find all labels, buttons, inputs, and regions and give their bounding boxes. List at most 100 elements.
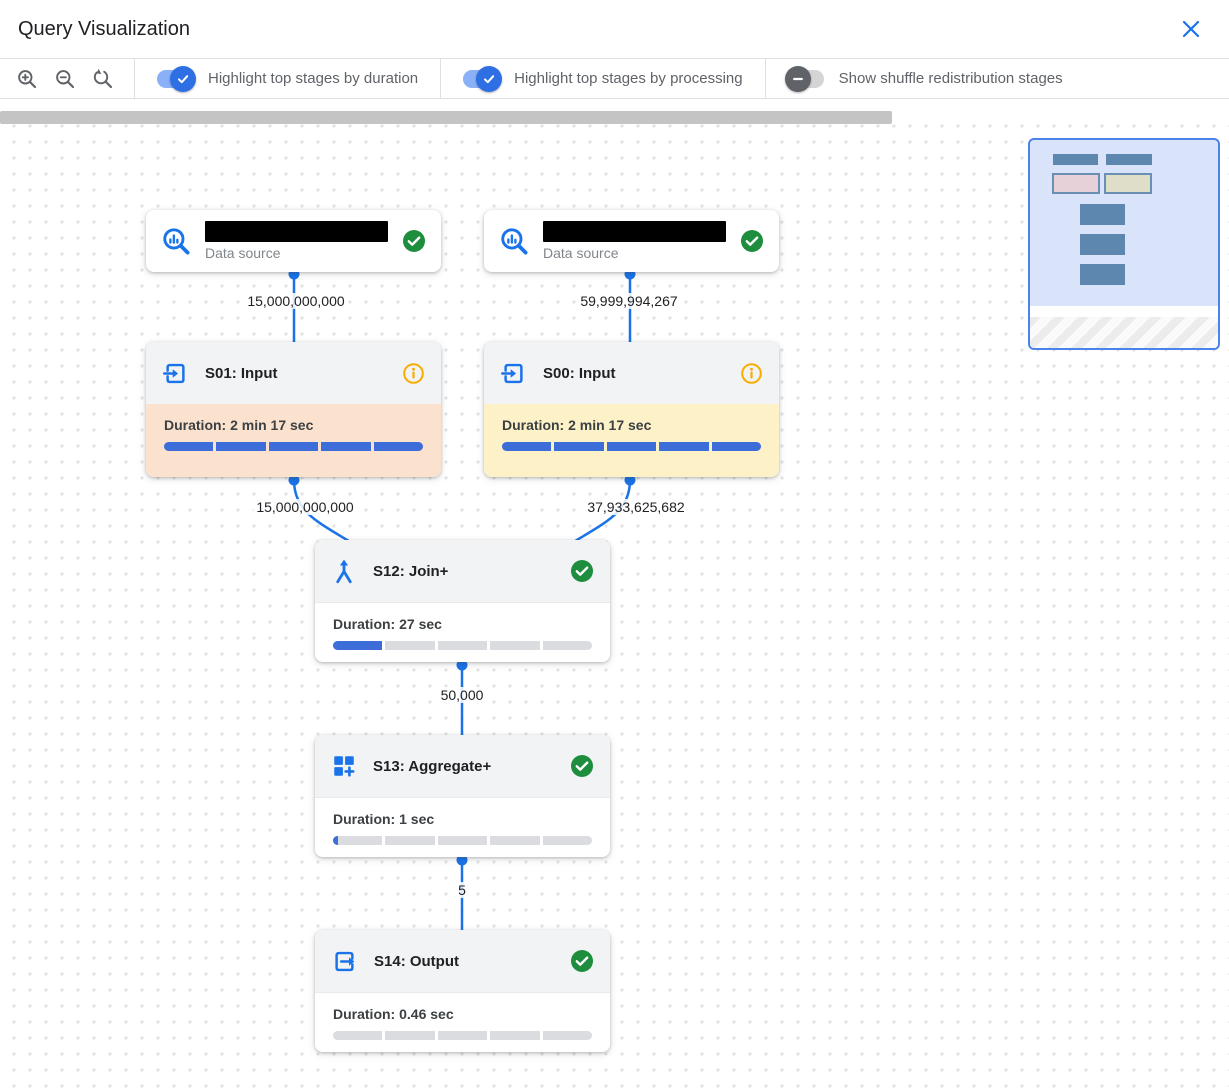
node-data-source-2[interactable]: Data source <box>484 210 779 272</box>
minus-icon <box>792 77 803 80</box>
check-icon <box>484 74 495 83</box>
success-check-icon <box>571 560 593 582</box>
horizontal-scrollbar-thumb[interactable] <box>0 111 892 124</box>
node-stage-s13[interactable]: S13: Aggregate+ Duration: 1 sec <box>315 735 610 857</box>
stage-progress-bar <box>164 442 424 451</box>
page-title: Query Visualization <box>18 17 190 40</box>
zoom-in-icon <box>18 69 37 88</box>
graph-toolbar: Highlight top stages by duration Highlig… <box>0 59 1229 99</box>
duration-text: Duration: 0.46 sec <box>333 1006 454 1022</box>
success-check-icon <box>741 230 763 252</box>
horizontal-scrollbar <box>0 99 1229 124</box>
data-source-text: Data source <box>205 221 388 261</box>
output-icon <box>335 951 355 971</box>
edge-label-rows: 15,000,000,000 <box>253 499 357 515</box>
zoom-reset-icon <box>93 68 113 88</box>
redacted-table-name <box>205 221 388 242</box>
close-button[interactable] <box>1177 15 1205 43</box>
toolbar-divider <box>764 59 766 98</box>
stage-duration-panel: Duration: 0.46 sec <box>315 992 610 1052</box>
stage-header: S14: Output <box>315 930 610 992</box>
duration-text: Duration: 27 sec <box>333 616 442 632</box>
minimap-node <box>1080 234 1125 255</box>
node-stage-s01[interactable]: S01: Input Duration: 2 min 17 sec <box>146 342 441 477</box>
dialog-header: Query Visualization <box>0 0 1229 59</box>
minimap-outside-area <box>1030 317 1218 348</box>
duration-text: Duration: 1 sec <box>333 811 435 827</box>
edge-label-rows: 37,933,625,682 <box>584 499 688 515</box>
stage-progress-bar <box>333 836 593 845</box>
graph-canvas[interactable]: 15,000,000,000 59,999,994,267 15,000,000… <box>0 124 1229 1090</box>
success-check-icon <box>571 755 593 777</box>
stage-title: S01: Input <box>205 364 278 382</box>
node-data-source-1[interactable]: Data source <box>146 210 441 272</box>
check-icon <box>178 74 189 83</box>
redacted-table-name <box>543 221 726 242</box>
node-stage-s00[interactable]: S00: Input Duration: 2 min 17 sec <box>484 342 779 477</box>
duration-text: Duration: 2 min 17 sec <box>164 417 314 433</box>
stage-header: S13: Aggregate+ <box>315 735 610 797</box>
info-icon[interactable] <box>740 362 763 385</box>
minimap-node <box>1053 154 1098 165</box>
minimap-node-highlight-duration <box>1052 173 1100 194</box>
stage-header: S12: Join+ <box>315 540 610 602</box>
stage-header: S00: Input <box>484 342 779 404</box>
node-stage-s12[interactable]: S12: Join+ Duration: 27 sec <box>315 540 610 662</box>
node-stage-s14[interactable]: S14: Output Duration: 0.46 sec <box>315 930 610 1052</box>
data-source-subtitle: Data source <box>543 245 619 261</box>
input-icon <box>501 363 523 383</box>
graph-minimap[interactable] <box>1028 138 1220 350</box>
aggregate-icon <box>334 756 355 777</box>
data-search-icon <box>501 228 528 255</box>
toggle-knob <box>170 65 196 92</box>
data-search-icon <box>163 228 190 255</box>
success-check-icon <box>403 230 425 252</box>
edge-label-rows: 59,999,994,267 <box>577 293 681 309</box>
highlight-processing-toggle[interactable] <box>463 65 503 92</box>
toggle-row-processing: Highlight top stages by processing <box>441 59 764 98</box>
stage-duration-panel: Duration: 27 sec <box>315 602 610 662</box>
toggle-label-duration: Highlight top stages by duration <box>208 70 419 87</box>
stage-title: S12: Join+ <box>373 562 449 580</box>
stage-progress-bar <box>502 442 762 451</box>
toggle-label-shuffle: Show shuffle redistribution stages <box>838 70 1063 87</box>
toolbar-divider <box>440 59 442 98</box>
zoom-reset-button[interactable] <box>92 68 114 90</box>
toggle-row-duration: Highlight top stages by duration <box>135 59 440 98</box>
success-check-icon <box>571 950 593 972</box>
edge-label-rows: 50,000 <box>437 687 487 703</box>
minimap-node <box>1080 264 1125 285</box>
stage-title: S00: Input <box>543 364 616 382</box>
zoom-controls <box>0 59 134 98</box>
duration-text: Duration: 2 min 17 sec <box>502 417 652 433</box>
close-icon <box>1182 20 1200 38</box>
highlight-duration-toggle[interactable] <box>157 65 196 92</box>
data-source-subtitle: Data source <box>205 245 281 261</box>
stage-title: S14: Output <box>374 952 459 970</box>
show-shuffle-toggle[interactable] <box>784 65 824 92</box>
toggle-knob <box>784 65 811 92</box>
minimap-node <box>1080 204 1125 225</box>
data-source-text: Data source <box>543 221 726 261</box>
zoom-out-button[interactable] <box>54 68 76 90</box>
toolbar-divider <box>134 59 135 98</box>
info-icon[interactable] <box>402 362 425 385</box>
stage-title: S13: Aggregate+ <box>373 757 492 775</box>
minimap-viewport-gap <box>1030 306 1218 317</box>
stage-header: S01: Input <box>146 342 441 404</box>
stage-progress-bar <box>333 1031 593 1040</box>
stage-duration-panel: Duration: 1 sec <box>315 797 610 857</box>
join-icon <box>336 559 352 583</box>
toggle-knob <box>476 65 503 92</box>
minimap-node <box>1106 154 1152 165</box>
zoom-in-button[interactable] <box>16 68 38 90</box>
minimap-node-highlight-processing <box>1104 173 1152 194</box>
edge-label-rows: 15,000,000,000 <box>244 293 348 309</box>
stage-progress-bar <box>333 641 593 650</box>
zoom-out-icon <box>56 69 75 88</box>
input-icon <box>163 363 185 383</box>
toggle-row-shuffle: Show shuffle redistribution stages <box>766 59 1085 98</box>
edge-label-rows: 5 <box>455 882 469 898</box>
toggle-label-processing: Highlight top stages by processing <box>514 70 743 87</box>
